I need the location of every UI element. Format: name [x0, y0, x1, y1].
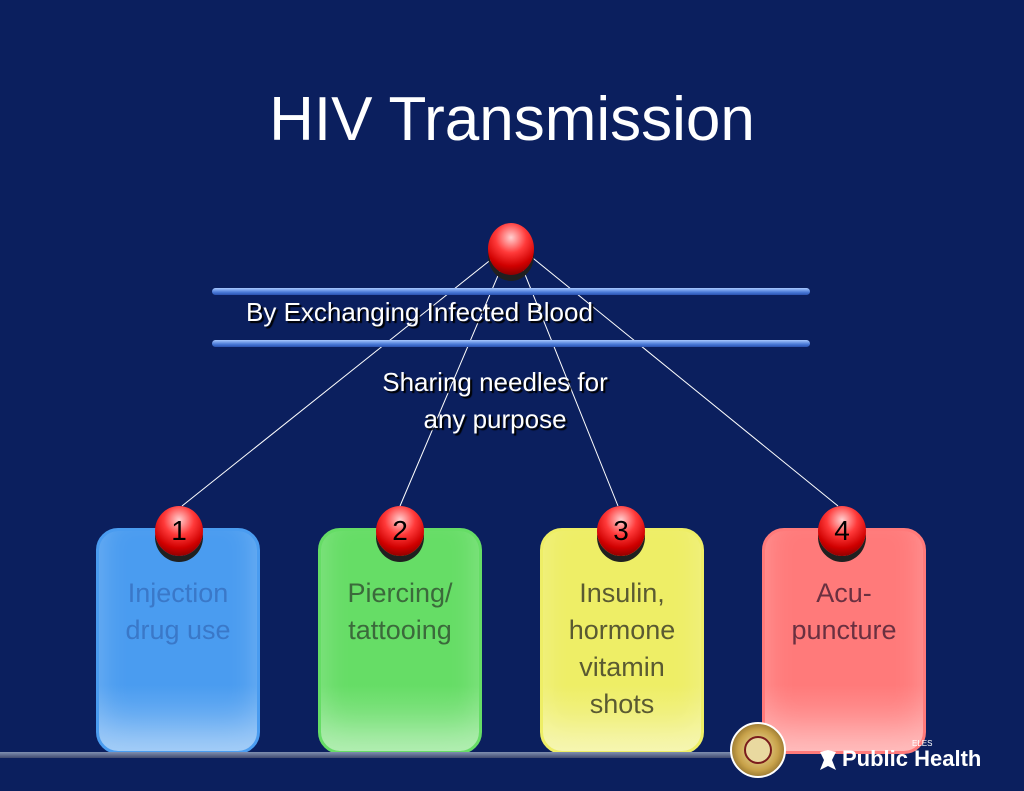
root-node-ball: [488, 223, 534, 275]
band-top-rule: [212, 288, 810, 295]
number-ball-1: 1: [155, 506, 203, 556]
number-ball-2: 2: [376, 506, 424, 556]
item-box-piercing: Piercing/ tattooing: [318, 528, 482, 754]
number-ball-3: 3: [597, 506, 645, 556]
item-line-1: Injection: [127, 578, 229, 608]
county-seal-logo: [730, 722, 786, 778]
slide-title: HIV Transmission: [269, 85, 755, 154]
subtitle-line-2: any purpose: [423, 404, 567, 434]
item-box-insulin: Insulin, hormone vitamin shots: [540, 528, 704, 754]
item-line-2: puncture: [791, 615, 897, 645]
subtitle: Sharing needles for any purpose: [340, 364, 650, 438]
item-box-injection: Injection drug use: [96, 528, 260, 754]
item-line-4: shots: [589, 689, 655, 719]
logo-small-text: ELES: [912, 739, 933, 748]
item-line-2: drug use: [125, 615, 231, 645]
item-line-3: vitamin: [579, 652, 665, 682]
item-line-2: hormone: [568, 615, 676, 645]
item-line-1: Insulin,: [579, 578, 665, 608]
public-health-mark-icon: [820, 750, 836, 770]
band-bottom-rule: [212, 340, 810, 347]
number-ball-4: 4: [818, 506, 866, 556]
item-line-2: tattooing: [348, 615, 452, 645]
band-label: By Exchanging Infected Blood: [246, 297, 593, 327]
item-line-1: Piercing/: [347, 578, 453, 608]
seal-center-icon: [744, 736, 772, 764]
bottom-rule: [0, 752, 760, 758]
public-health-logo-text: Public Health: [842, 746, 982, 771]
subtitle-line-1: Sharing needles for: [382, 367, 608, 397]
item-line-1: Acu-: [816, 578, 872, 608]
item-box-acupuncture: Acu- puncture: [762, 528, 926, 754]
